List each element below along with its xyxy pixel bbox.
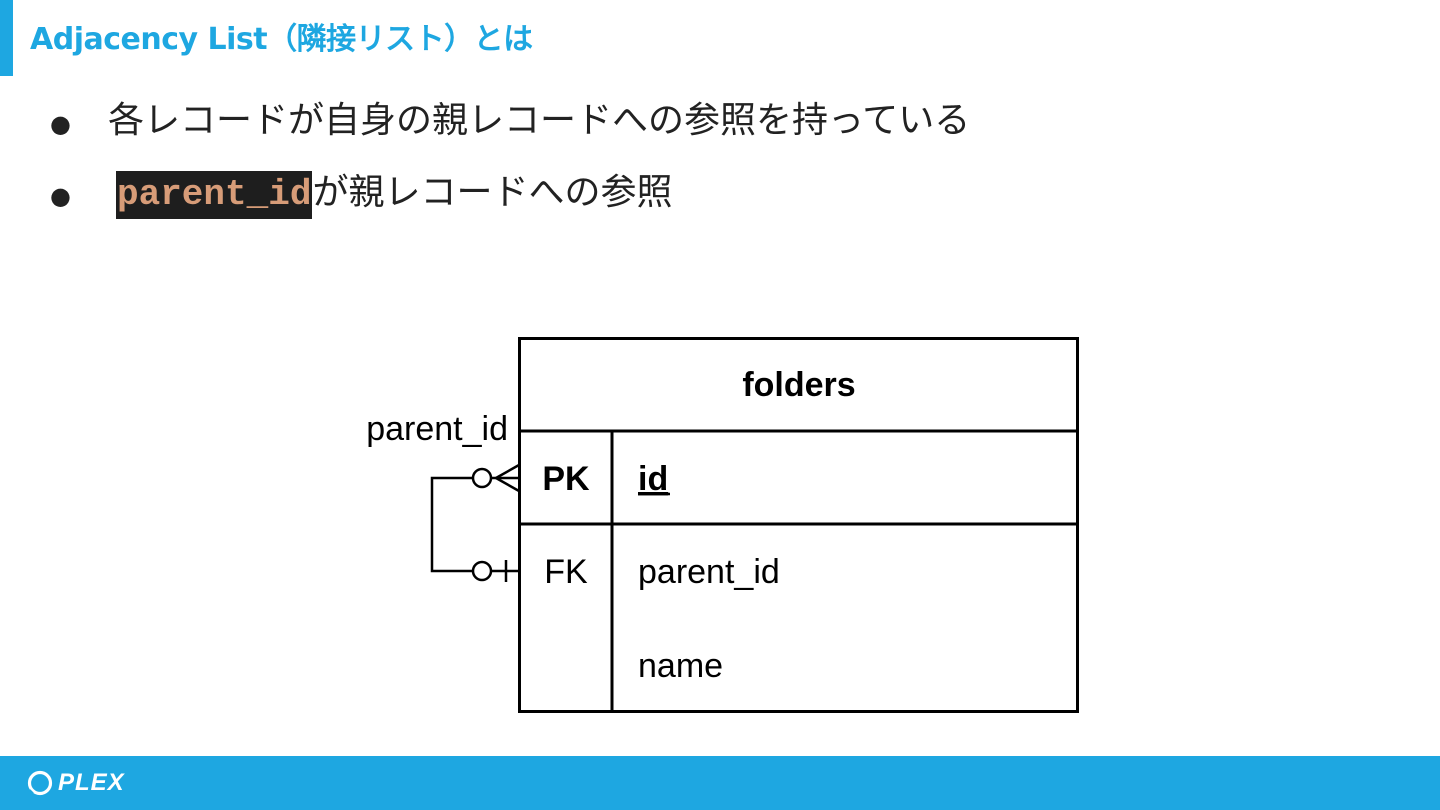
bullet-dot-icon: ● [50, 182, 71, 210]
er-diagram: folders PK id FK parent_id name parent_i… [366, 337, 1079, 713]
bullet-text: 各レコードが自身の親レコードへの参照を持っている [108, 100, 971, 141]
bullet-text-suffix: が親レコードへの参照 [312, 172, 673, 213]
logo-text: PLEX [58, 769, 125, 796]
footer-logo: PLEX [26, 768, 125, 798]
slide-title: Adjacency List（隣接リスト）とは [30, 22, 533, 57]
plex-logo-icon [26, 770, 53, 797]
bullet-text: parent_idが親レコードへの参照 [116, 168, 672, 219]
key-cell-fk: FK [544, 553, 588, 591]
title-accent-bar [0, 0, 13, 76]
footer-bar: PLEX [0, 756, 1440, 810]
relationship-line [430, 463, 520, 582]
bullet-dot-icon: ● [50, 110, 71, 138]
key-cell-pk: PK [542, 460, 590, 498]
entity-name: folders [742, 366, 855, 404]
field-cell-parent-id: parent_id [638, 553, 780, 591]
field-cell-id: id [638, 460, 668, 498]
field-cell-name: name [638, 647, 723, 685]
inline-code: parent_id [116, 171, 313, 219]
relationship-label: parent_id [366, 410, 508, 448]
